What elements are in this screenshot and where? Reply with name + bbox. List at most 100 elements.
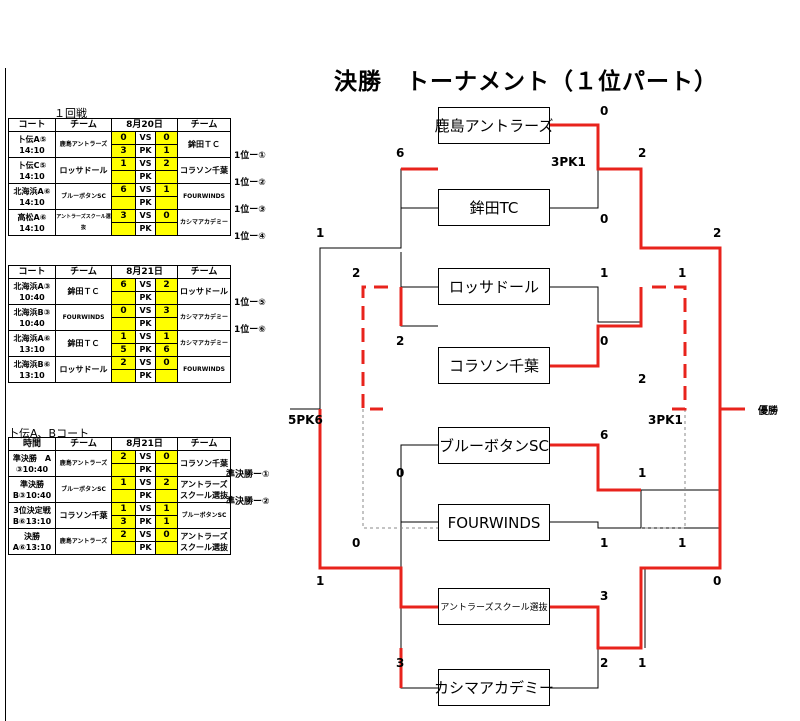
score-r1-3a: 6 [600, 428, 609, 442]
match-ref-label: 準決勝ー② [226, 497, 270, 507]
match-pk2 [155, 489, 178, 503]
bracket-team-box: 鹿島アントラーズ [435, 107, 553, 144]
match-score2: 0 [155, 450, 178, 464]
score-final-bot: 0 [713, 574, 722, 588]
bracket-team-box: ロッサドール [438, 268, 550, 305]
score-r1-1pk: 3PK1 [551, 155, 586, 169]
bracket-red-lines [318, 123, 745, 688]
score-sf-b-top: 1 [638, 466, 647, 480]
match-pk2 [155, 196, 178, 210]
semifinal-dashed-red [361, 285, 687, 411]
match-team2: コラソン千葉 [177, 450, 231, 477]
match-team2: カシマアカデミー [177, 330, 231, 357]
match-pk2: 6 [155, 343, 178, 357]
match-team2: ロッサドール [177, 278, 231, 305]
match-team1: 鹿島アントラーズ [55, 528, 112, 555]
score-sf-a-bot: 2 [638, 372, 647, 386]
score-third-bot: 1 [678, 536, 687, 550]
match-team1: ブルーボタンSC [55, 183, 112, 210]
score-r1-1b: 0 [600, 212, 609, 226]
bracket-team-box: カシマアカデミー [434, 669, 554, 706]
score-left-d1: 2 [352, 266, 361, 280]
score-sf-b-bot: 1 [638, 656, 647, 670]
match-pk2 [155, 369, 178, 383]
match-team1: 鉾田ＴＣ [55, 278, 112, 305]
match-ref-label: 1位ー③ [234, 205, 266, 215]
match-pk2: 1 [155, 515, 178, 529]
match-pk2 [155, 463, 178, 477]
score-r1-2a: 1 [600, 266, 609, 280]
score-third-pk: 3PK1 [648, 413, 683, 427]
bracket-team-box: 鉾田TC [438, 189, 550, 226]
score-third-top: 1 [678, 266, 687, 280]
score-left-pk: 5PK6 [288, 413, 323, 427]
match-pk1: 5 [111, 343, 136, 357]
score-r1-2b: 0 [600, 334, 609, 348]
section-label-r1: １回戦 [54, 107, 87, 120]
match-ref-label: 準決勝ー① [226, 470, 270, 480]
match-ref-label: 1位ー② [234, 178, 266, 188]
match-ref-label: 1位ー⑤ [234, 298, 266, 308]
score-final-top: 2 [713, 226, 722, 240]
match-score2: 1 [155, 183, 178, 197]
match-pk2 [155, 291, 178, 305]
match-team2: FOURWINDS [177, 356, 231, 383]
match-team2: 鉾田ＴＣ [177, 131, 231, 158]
match-team2: ブルーボタンSC [177, 502, 231, 529]
score-left-d2: 0 [352, 536, 361, 550]
match-team2: カシマアカデミー [177, 209, 231, 236]
score-r1-4a: 3 [600, 589, 609, 603]
score-left-q3: 0 [396, 466, 405, 480]
match-team2: FOURWINDS [177, 183, 231, 210]
score-left-q4: 3 [396, 656, 405, 670]
match-pk1 [111, 369, 136, 383]
champion-label: 優勝 [758, 406, 778, 417]
match-pk2 [155, 541, 178, 555]
match-team1: ロッサドール [55, 157, 112, 184]
match-team1: 鹿島アントラーズ [55, 450, 112, 477]
score-r1-1a: 0 [600, 104, 609, 118]
bracket-team-box: コラソン千葉 [438, 347, 550, 384]
match-pk1 [111, 541, 136, 555]
match-score2: 0 [155, 131, 178, 145]
match-ref-label: 1位ー④ [234, 232, 266, 242]
section-label-r3: 卜伝A、Bコート [8, 427, 90, 440]
match-pk2: 1 [155, 144, 178, 158]
match-pk1 [111, 489, 136, 503]
match-score1: 1 [111, 330, 136, 344]
match-pk1: 3 [111, 144, 136, 158]
match-pk1 [111, 170, 136, 184]
score-r1-3b: 1 [600, 536, 609, 550]
match-ref-label: 1位ー⑥ [234, 325, 266, 335]
score-left-s1: 1 [316, 226, 325, 240]
score-r1-4b: 2 [600, 656, 609, 670]
match-team1: 鉾田ＴＣ [55, 330, 112, 357]
match-team1: 鹿島アントラーズ [55, 131, 112, 158]
match-pk: PK [135, 222, 156, 236]
bracket-team-box: FOURWINDS [438, 504, 550, 541]
match-score2: 2 [155, 278, 178, 292]
page-divider [5, 68, 6, 721]
match-score1: 6 [111, 278, 136, 292]
bracket-team-box: アントラーズスクール選抜 [438, 588, 550, 625]
bracket-team-box: ブルーボタンSC [438, 427, 550, 464]
match-pk2 [155, 317, 178, 331]
score-left-q2: 2 [396, 334, 405, 348]
score-left-q1: 6 [396, 146, 405, 160]
score-left-s2: 1 [316, 574, 325, 588]
match-team2: コラソン千葉 [177, 157, 231, 184]
match-pk1 [111, 222, 136, 236]
third-place-dotted-lines [362, 409, 686, 529]
match-team2: アントラーズスクール選抜 [177, 528, 231, 555]
page-title: 決勝 トーナメント（１位パート） [334, 69, 718, 95]
